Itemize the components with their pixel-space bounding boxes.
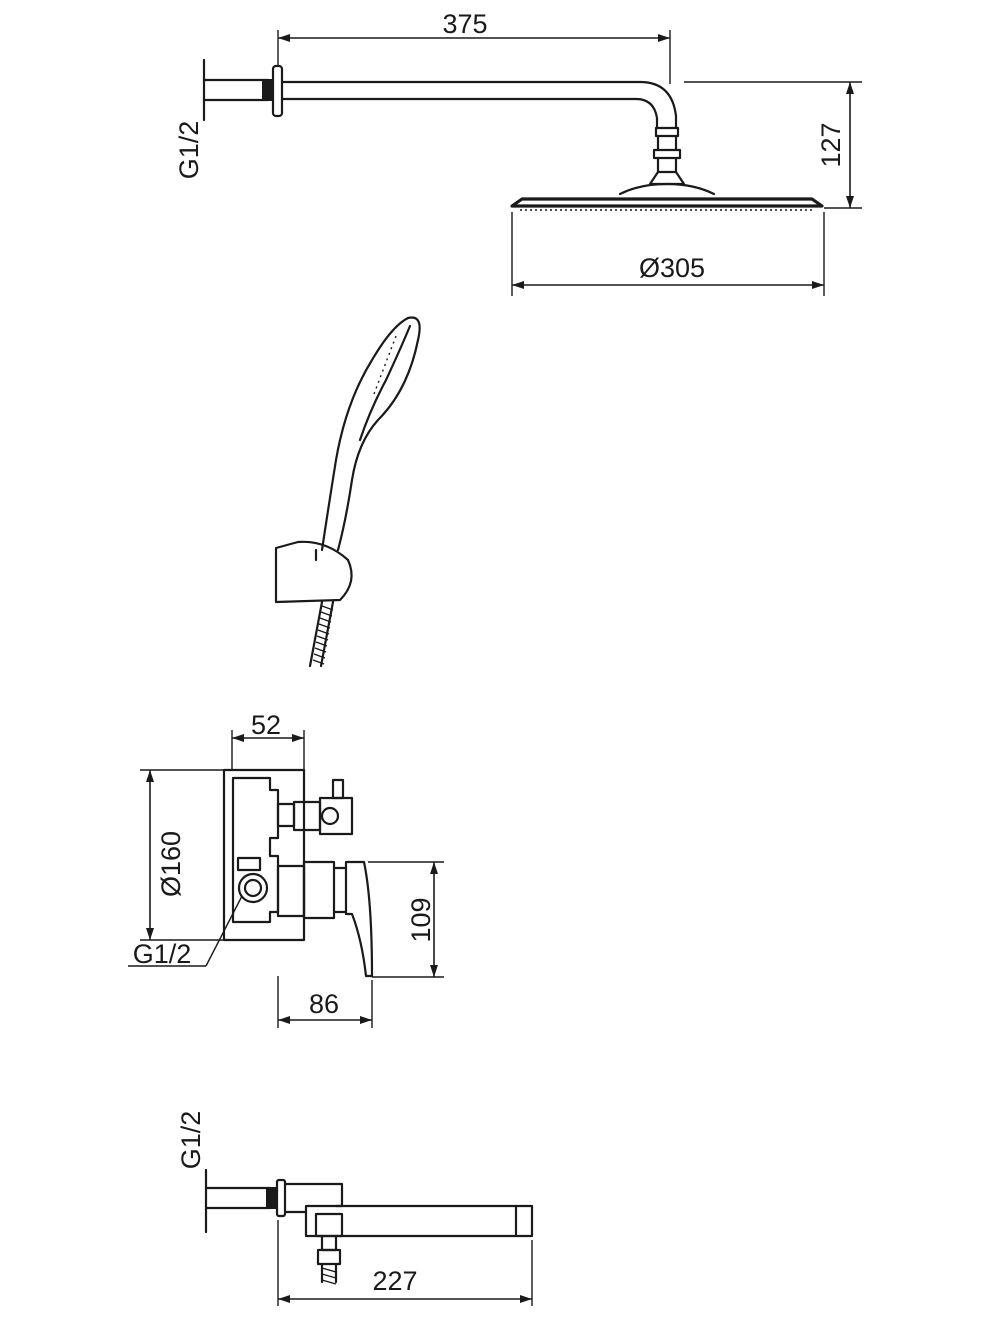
dim-mixer-projection: 86	[277, 976, 373, 1028]
dim-mixer-thread: G1/2	[128, 895, 243, 969]
dim-handle-height: 109	[368, 861, 444, 978]
dim-rain-thread: G1/2	[174, 80, 205, 180]
hand-shower-drawing	[274, 316, 421, 668]
dim-arm-length: 375	[277, 9, 671, 84]
dim-spout-thread: G1/2	[176, 1111, 206, 1170]
dim-mixer-width: 52	[231, 710, 305, 770]
dim-cover-diameter: Ø160	[140, 769, 224, 941]
dim-spout-length: 227	[277, 1220, 533, 1306]
label-mixer-projection: 86	[309, 989, 339, 1019]
rain-shower-drawing	[202, 58, 824, 211]
label-head-diameter: Ø305	[639, 253, 705, 283]
label-drop-height: 127	[816, 122, 846, 167]
label-mixer-width: 52	[251, 710, 281, 740]
label-spout-thread: G1/2	[176, 1111, 206, 1170]
dim-head-diameter: Ø305	[511, 212, 825, 296]
mixer-drawing	[222, 768, 374, 978]
label-arm-length: 375	[442, 9, 487, 39]
label-mixer-thread: G1/2	[133, 939, 192, 969]
label-rain-thread: G1/2	[174, 121, 204, 180]
label-cover-diameter: Ø160	[156, 831, 186, 897]
spout-drawing	[204, 1168, 534, 1285]
dim-drop-height: 127	[684, 81, 862, 209]
label-handle-height: 109	[406, 897, 436, 942]
label-spout-length: 227	[372, 1266, 417, 1296]
